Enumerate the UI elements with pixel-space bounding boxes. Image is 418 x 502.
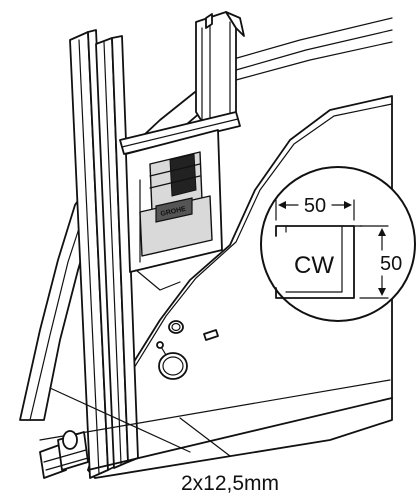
upper-profile [195, 11, 245, 129]
frame-uprights [69, 29, 139, 479]
width-dimension: 50 [275, 195, 355, 221]
height-dimension: 50 [359, 225, 402, 299]
screw-icon [203, 329, 219, 341]
callout-circle [260, 166, 416, 322]
height-dimension-label: 50 [380, 253, 402, 275]
cistern-module: GROHE [125, 129, 223, 291]
board-thickness-label: 2x12,5mm [181, 472, 279, 495]
profile-callout: 50 50 CW [260, 166, 416, 322]
small-pipe-opening [168, 320, 184, 334]
crossbar [119, 111, 241, 155]
label-leaders [49, 387, 231, 457]
width-dimension-label: 50 [304, 195, 326, 217]
floor-feet [39, 430, 89, 479]
profile-type-label: CW [294, 252, 334, 279]
floor-lines [39, 379, 393, 471]
background-panel [229, 17, 393, 81]
pipe-openings [156, 320, 219, 380]
cw-profile-shape [275, 225, 355, 299]
